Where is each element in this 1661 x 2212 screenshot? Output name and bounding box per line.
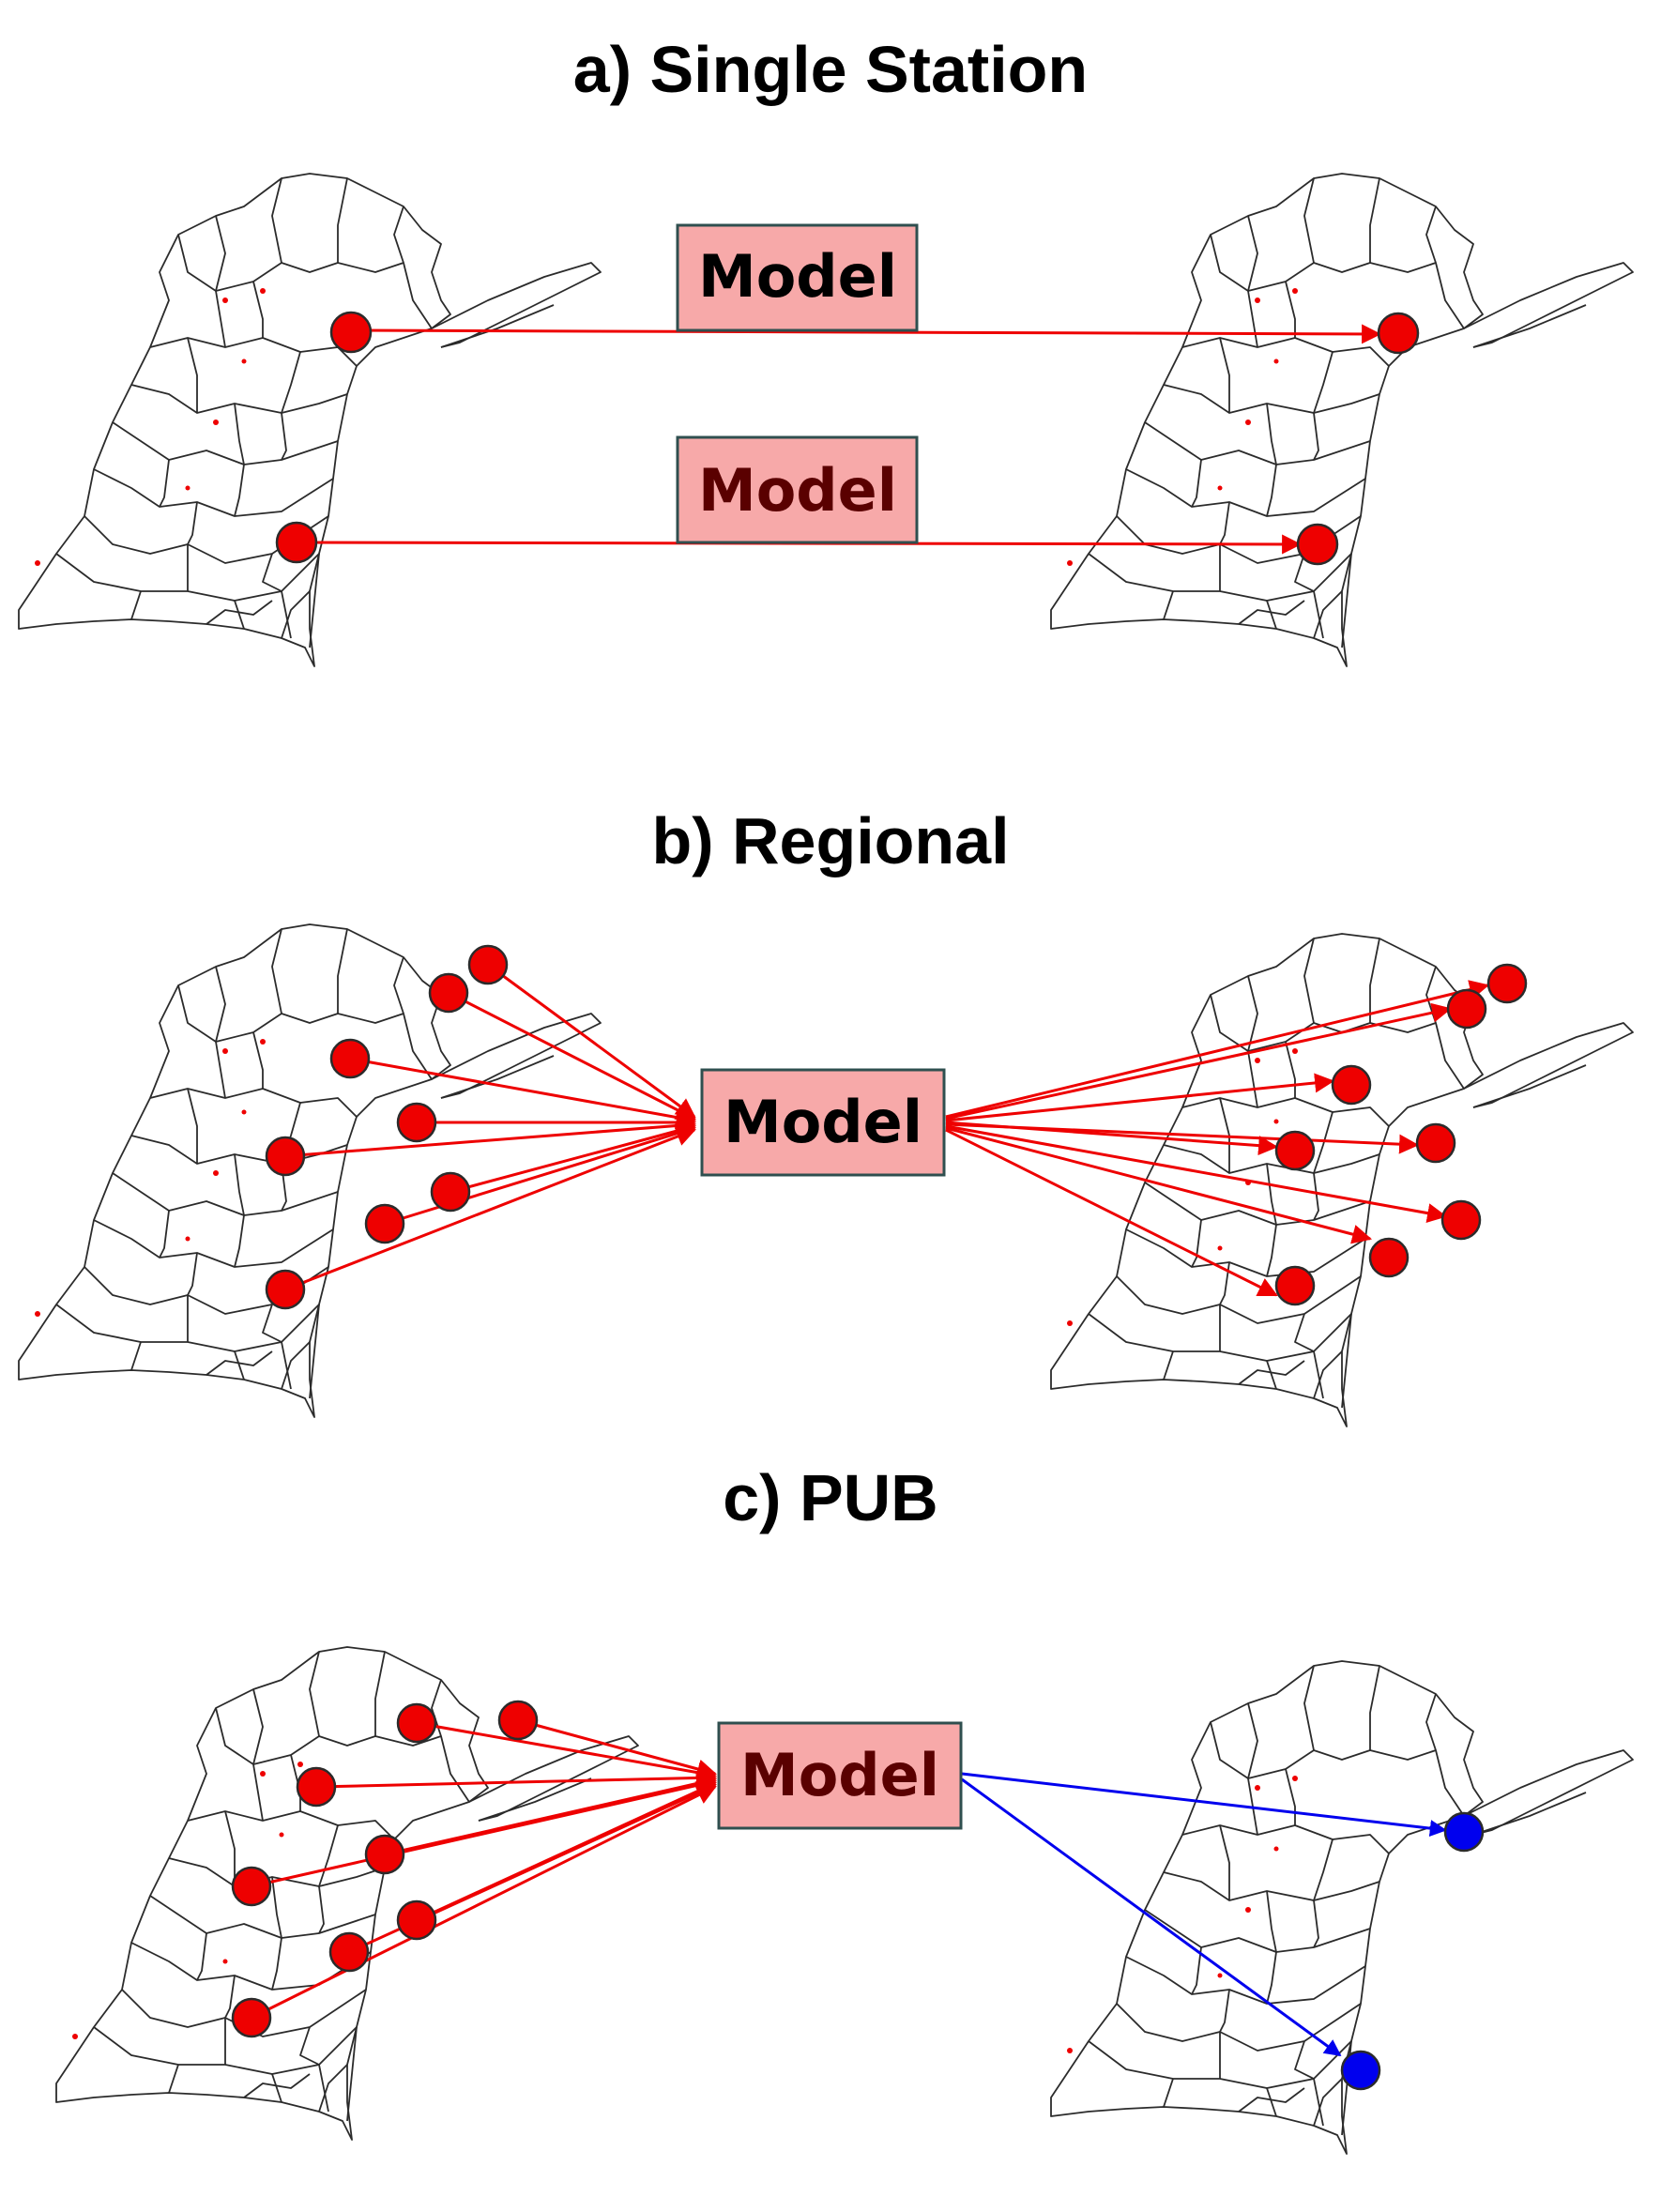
model-box-c: Model — [717, 1721, 963, 1830]
station-marker — [1440, 1199, 1482, 1241]
model-label-a1: Model — [698, 242, 897, 311]
station-marker — [1274, 1265, 1316, 1306]
station-marker — [231, 1866, 272, 1907]
station-marker — [364, 1834, 405, 1875]
station-marker — [1486, 963, 1528, 1004]
station-marker — [396, 1102, 437, 1143]
station-marker — [467, 944, 509, 985]
model-box-a2: Model — [676, 435, 919, 544]
station-marker — [1415, 1122, 1456, 1164]
station-marker — [296, 1766, 337, 1808]
station-marker — [328, 1931, 370, 1973]
panel-b: b) Regional Model — [18, 804, 1634, 1427]
panel-title-a: a) Single Station — [573, 33, 1088, 106]
diverging-arrows-c — [961, 1772, 1447, 2057]
model-label-a2: Model — [698, 456, 897, 525]
model-label-c: Model — [740, 1741, 939, 1809]
panel-title-b: b) Regional — [651, 804, 1009, 877]
arrow-station-to-station-1 — [352, 324, 1382, 344]
station-marker — [1446, 988, 1487, 1030]
station-marker — [428, 972, 469, 1014]
station-marker — [265, 1136, 306, 1177]
station-marker — [1368, 1237, 1410, 1278]
station-marker — [1296, 523, 1339, 566]
basin-map-left-a — [18, 173, 602, 667]
panel-title-c: c) PUB — [723, 1461, 937, 1534]
model-box-a1: Model — [676, 223, 919, 332]
basin-map-right-b — [1050, 933, 1634, 1427]
station-marker — [231, 1997, 272, 2038]
basin-map-left-c — [55, 1646, 639, 2141]
converging-arrows-b — [284, 963, 697, 1291]
converging-arrows-c — [251, 1718, 718, 2020]
station-marker — [1377, 312, 1420, 355]
model-box-b: Model — [700, 1068, 946, 1177]
station-marker — [396, 1899, 437, 1941]
panel-c: c) PUB Model — [55, 1461, 1634, 2155]
panel-a: a) Single Station Model Model — [18, 33, 1634, 667]
station-marker — [1274, 1130, 1316, 1171]
station-marker — [430, 1171, 471, 1213]
basin-map-right-a — [1050, 173, 1634, 667]
station-marker — [1331, 1064, 1372, 1106]
station-marker — [329, 1038, 371, 1079]
model-label-b: Model — [724, 1088, 922, 1156]
station-marker — [497, 1700, 539, 1741]
ungauged-station-marker — [1340, 2050, 1381, 2091]
station-marker — [364, 1203, 405, 1244]
diverging-arrows-b — [945, 980, 1490, 1297]
station-marker — [329, 311, 373, 354]
station-marker — [396, 1702, 437, 1744]
station-marker — [265, 1269, 306, 1310]
ungauged-station-marker — [1443, 1811, 1485, 1853]
station-marker — [275, 521, 318, 564]
basin-map-left-b — [18, 923, 602, 1418]
